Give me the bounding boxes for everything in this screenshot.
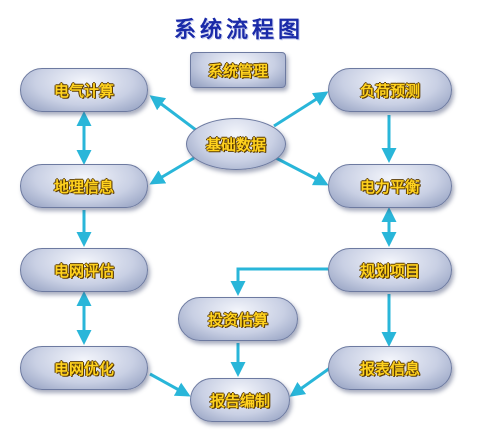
node-basic-data: 基础数据	[186, 118, 286, 170]
node-geo-info: 地理信息	[20, 164, 148, 208]
node-planning-project: 规划项目	[328, 248, 452, 292]
diagram-title: 系统流程图	[173, 17, 304, 43]
node-electrical-calc: 电气计算	[20, 68, 148, 112]
node-grid-optimization: 电网优化	[20, 346, 148, 390]
node-report-info: 报表信息	[328, 346, 452, 390]
arrow-optimize-compile	[149, 372, 191, 397]
arrow-basic-load	[273, 91, 329, 128]
node-grid-evaluation: 电网评估	[20, 248, 148, 292]
node-report-compile: 报告编制	[190, 378, 290, 422]
node-power-balance: 电力平衡	[328, 164, 452, 208]
arrow-planning-investment	[230, 267, 328, 296]
node-load-forecast: 负荷预测	[328, 68, 452, 112]
node-investment-estimate: 投资估算	[178, 297, 298, 341]
arrow-basic-calc	[149, 95, 197, 132]
arrow-reportinfo-compile	[289, 366, 331, 397]
node-system-management: 系统管理	[190, 52, 286, 88]
arrow-basic-geo	[149, 156, 195, 185]
arrow-basic-balance	[275, 156, 329, 186]
